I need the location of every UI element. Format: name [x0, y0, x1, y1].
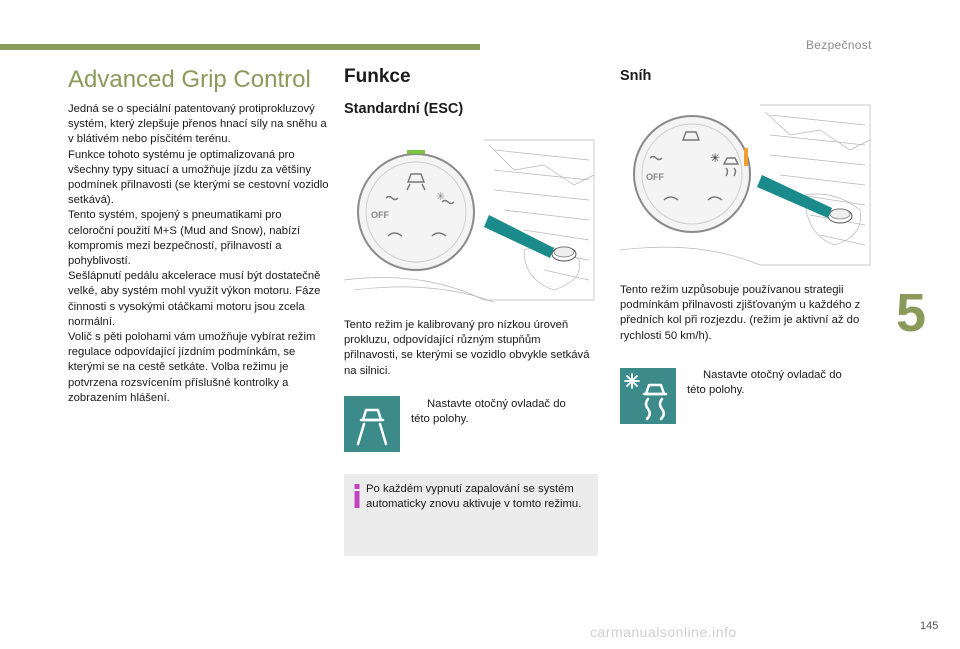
info-note: Po každém vypnutí zapalování se systém a…: [344, 474, 598, 556]
intro-paragraph: Sešlápnutí pedálu akcelerace musí být do…: [68, 270, 321, 328]
snow-mode-icon: [620, 368, 676, 424]
page-number: 145: [920, 620, 939, 632]
snow-instruction: Nastavte otočný ovladač do této polohy.: [687, 368, 857, 398]
subsection-heading-esc: Standardní (ESC): [344, 101, 464, 117]
snow-description: Tento režim uzpůsobuje používanou strate…: [620, 284, 861, 342]
watermark: carmanualsonline.info: [590, 624, 737, 640]
svg-text:✳: ✳: [710, 151, 720, 165]
page-title: Advanced Grip Control: [68, 66, 311, 93]
snow-instruction-text: Nastavte otočný ovladač do této polohy.: [687, 369, 842, 397]
intro-text: Jedná se o speciální patentovaný protipr…: [68, 102, 330, 406]
esc-knob-illustration: OFF ✳: [343, 130, 598, 306]
info-note-text: Po každém vypnutí zapalování se systém a…: [366, 483, 582, 511]
svg-text:✳: ✳: [436, 190, 445, 203]
knob-off-label: OFF: [646, 172, 664, 182]
esc-instruction: Nastavte otočný ovladač do této polohy.: [411, 397, 581, 427]
subsection-heading-snow: Sníh: [620, 68, 652, 84]
chapter-number: 5: [896, 283, 927, 343]
esc-description: Tento režim je kalibrovaný pro nízkou úr…: [344, 319, 590, 377]
snow-knob-illustration: OFF ✳: [619, 100, 874, 270]
section-label: Bezpečnost: [806, 38, 872, 52]
esc-instruction-text: Nastavte otočný ovladač do této polohy.: [411, 398, 566, 426]
intro-paragraph: Tento systém, spojený s pneumatikami pro…: [68, 209, 301, 268]
header-accent-bar: [0, 44, 480, 50]
standard-mode-icon: [344, 396, 400, 452]
knob-off-label: OFF: [371, 210, 389, 220]
info-icon: [354, 484, 360, 508]
intro-paragraph: Funkce tohoto systému je optimalizovaná …: [68, 148, 329, 207]
intro-paragraph: Jedná se o speciální patentovaný protipr…: [68, 103, 327, 146]
section-heading: Funkce: [344, 66, 411, 87]
intro-paragraph: Volič s pěti polohami vám umožňuje vybír…: [68, 331, 316, 404]
